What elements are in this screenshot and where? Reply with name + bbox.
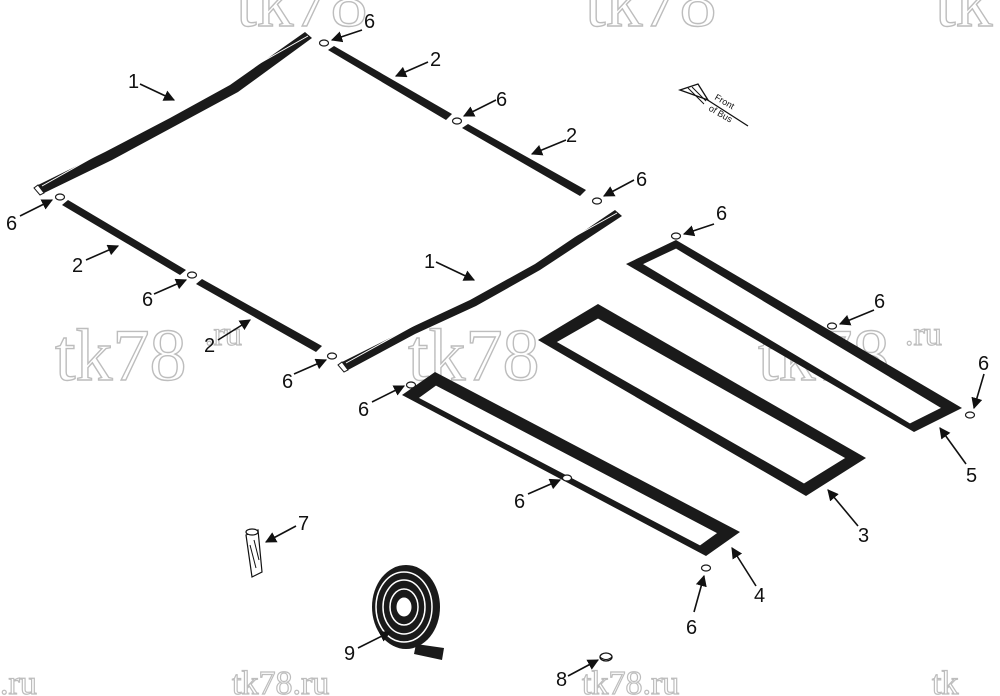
spacer-11 xyxy=(561,474,573,482)
spacer-1 xyxy=(318,39,330,47)
spacer-2 xyxy=(451,117,463,125)
callout-2-c: 2 xyxy=(72,255,83,277)
seal-strip-long-lower xyxy=(337,210,622,373)
callout-6-e: 6 xyxy=(142,289,153,311)
seal-strip-short-c xyxy=(62,200,186,275)
spacer-10 xyxy=(405,381,417,389)
frame-gasket-4 xyxy=(402,372,740,556)
callout-6-h: 6 xyxy=(874,291,885,313)
callout-2-a: 2 xyxy=(430,49,441,71)
callout-3: 3 xyxy=(858,525,869,547)
callout-4: 4 xyxy=(754,585,765,607)
callout-6-c: 6 xyxy=(636,169,647,191)
spacer-5 xyxy=(186,271,198,279)
part-9-tape-roll xyxy=(372,565,444,660)
callout-9: 9 xyxy=(344,643,355,665)
watermark-bottom-right: tk78.ru xyxy=(582,665,679,696)
callout-8: 8 xyxy=(556,669,567,691)
callout-6-k: 6 xyxy=(514,491,525,513)
front-of-bus-indicator: Front of Bus xyxy=(678,83,749,127)
part-7-blade xyxy=(245,528,263,578)
watermark-top-right: tk78 xyxy=(935,0,1000,43)
callout-7: 7 xyxy=(298,513,309,535)
callout-6-a: 6 xyxy=(364,11,375,33)
watermark-top-center: tk78 xyxy=(585,0,717,43)
leader-lines xyxy=(19,29,985,677)
spacer-group xyxy=(54,39,976,572)
callout-5: 5 xyxy=(966,465,977,487)
seal-strip-short-d xyxy=(196,279,322,352)
spacer-8 xyxy=(826,322,838,330)
callout-labels: 1 1 2 2 2 2 3 4 5 6 6 6 6 6 6 6 6 6 6 6 … xyxy=(6,11,989,691)
spacer-3 xyxy=(591,197,603,205)
callout-6-i: 6 xyxy=(978,353,989,375)
frame-gasket-5 xyxy=(626,240,962,432)
spacer-9 xyxy=(964,411,976,419)
watermark-mid-left-suffix: .ru xyxy=(205,316,242,353)
part-8-cap xyxy=(599,652,613,662)
spacer-12 xyxy=(700,564,712,572)
watermark-bottom-left: .ru xyxy=(0,665,37,696)
callout-2-b: 2 xyxy=(566,125,577,147)
watermark-bottom-far-right: tk xyxy=(932,665,958,696)
callout-1-lower: 1 xyxy=(424,251,435,273)
watermark-mid-left: tk78 xyxy=(55,315,187,397)
callout-1-upper: 1 xyxy=(128,71,139,93)
callout-6-l: 6 xyxy=(686,617,697,639)
spacer-7 xyxy=(670,232,682,240)
seal-strip-long-upper xyxy=(33,32,312,196)
frame-gasket-3 xyxy=(538,304,866,496)
callout-6-j: 6 xyxy=(358,399,369,421)
callout-6-b: 6 xyxy=(496,89,507,111)
watermark-bottom-center: tk78.ru xyxy=(232,665,329,696)
spacer-6 xyxy=(326,352,338,360)
watermark-mid-right-suffix: .ru xyxy=(905,316,942,353)
callout-6-d: 6 xyxy=(6,213,17,235)
callout-2-d: 2 xyxy=(204,335,215,357)
seal-strip-short-b xyxy=(462,124,586,196)
spacer-4 xyxy=(54,193,66,201)
seal-strip-short-a xyxy=(328,46,452,120)
callout-6-g: 6 xyxy=(716,203,727,225)
watermark-top-left: tk78 xyxy=(236,0,368,43)
callout-6-f: 6 xyxy=(282,371,293,393)
